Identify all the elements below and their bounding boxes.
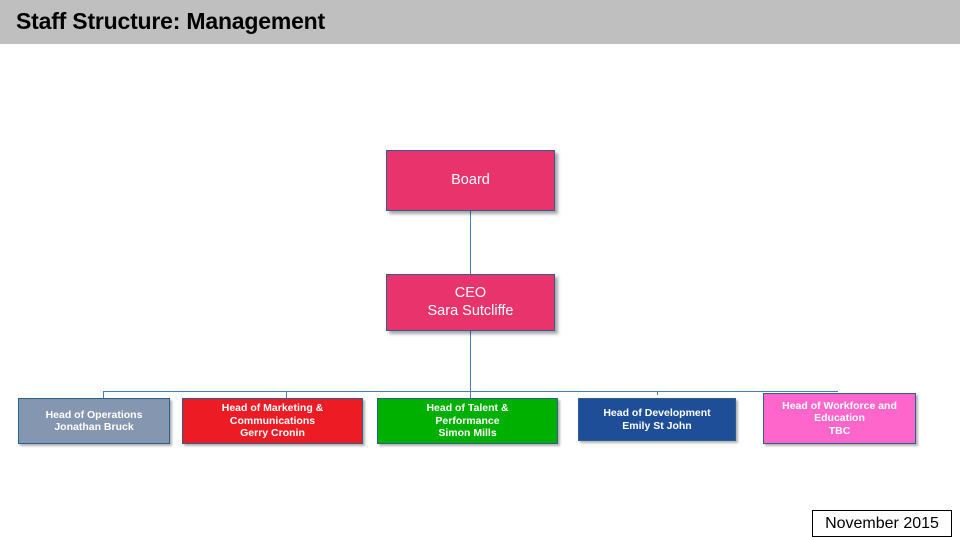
node-head-of-operations[interactable]: Head of Operations Jonathan Bruck	[18, 398, 170, 444]
node-marketing-line-2: Communications	[229, 414, 316, 427]
node-workforce-line-3: TBC	[828, 424, 851, 437]
connector-bus-extension-workforce	[718, 391, 838, 392]
date-label: November 2015	[825, 514, 939, 532]
connector-drop-operations	[103, 391, 104, 398]
node-workforce-line-2: Education	[814, 412, 865, 425]
connector-horizontal-bus	[103, 391, 718, 392]
page-title: Staff Structure: Management	[16, 8, 325, 34]
node-operations-line-2: Jonathan Bruck	[54, 421, 134, 433]
node-workforce-line-1: Head of Workforce and	[782, 399, 897, 412]
node-head-of-workforce[interactable]: Head of Workforce and Education TBC	[763, 393, 916, 444]
node-development-line-1: Head of Development	[603, 407, 711, 420]
node-head-of-development[interactable]: Head of Development Emily St John	[578, 398, 736, 441]
node-board[interactable]: Board	[386, 150, 555, 211]
node-head-of-talent[interactable]: Head of Talent & Performance Simon Mills	[377, 398, 558, 444]
connector-board-to-ceo	[470, 211, 471, 274]
node-ceo-line-2: Sara Sutcliffe	[427, 302, 514, 319]
node-marketing-line-1: Head of Marketing &	[221, 402, 324, 415]
node-ceo[interactable]: CEO Sara Sutcliffe	[386, 274, 555, 331]
node-talent-line-2: Performance	[435, 414, 500, 427]
node-board-line-1: Board	[451, 171, 490, 188]
connector-drop-talent	[470, 391, 471, 398]
node-development-line-2: Emily St John	[622, 419, 692, 432]
connector-drop-development	[657, 391, 658, 395]
node-operations-line-1: Head of Operations	[45, 408, 143, 421]
node-ceo-line-1: CEO	[454, 285, 487, 302]
title-bar: Staff Structure: Management	[0, 0, 960, 44]
node-talent-line-3: Simon Mills	[438, 427, 497, 440]
node-talent-line-1: Head of Talent &	[426, 402, 509, 415]
node-marketing-line-3: Gerry Cronin	[240, 427, 305, 440]
date-box: November 2015	[812, 510, 952, 537]
connector-drop-marketing	[286, 391, 287, 398]
node-head-of-marketing[interactable]: Head of Marketing & Communications Gerry…	[182, 398, 363, 444]
connector-ceo-to-bus	[470, 331, 471, 391]
